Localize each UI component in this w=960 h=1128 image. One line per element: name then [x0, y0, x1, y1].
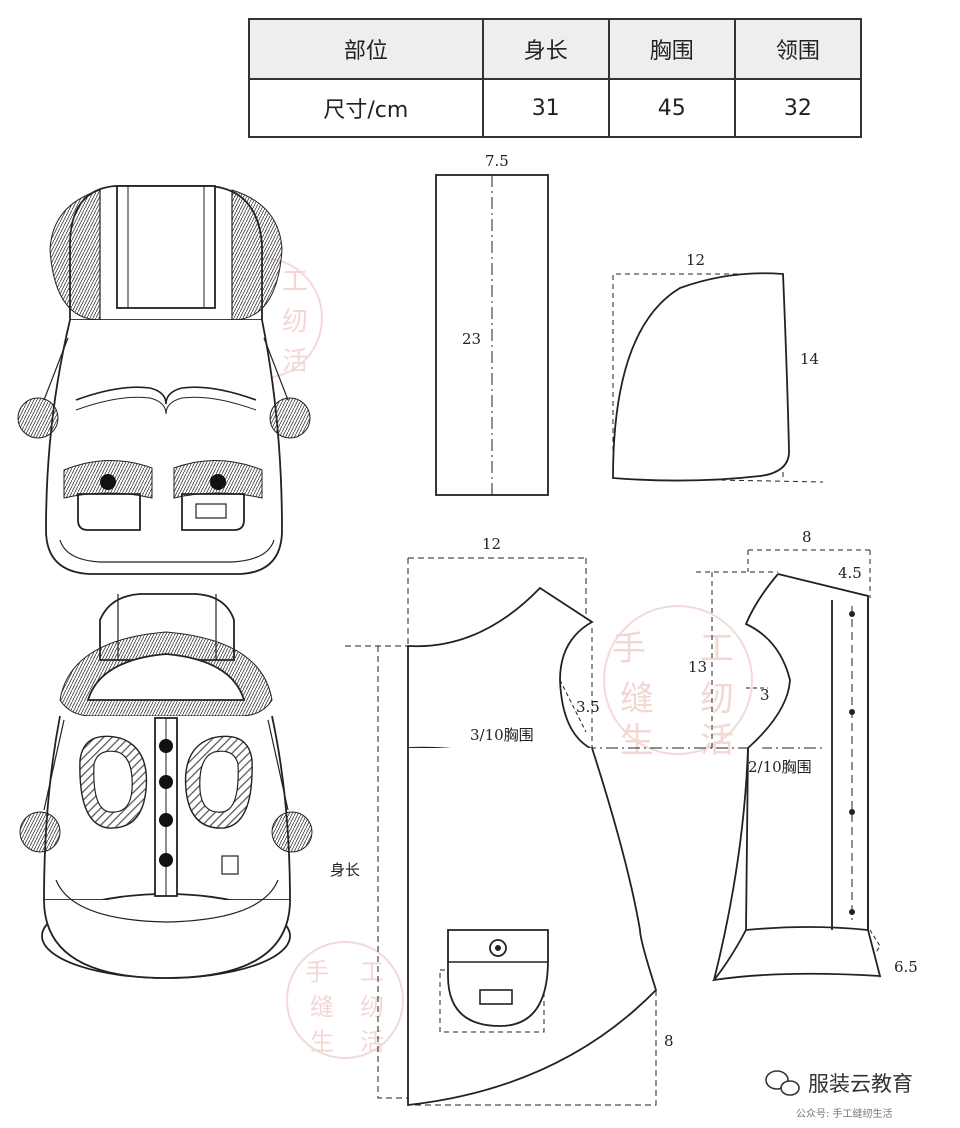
table-row: 尺寸/cm 31 45 32: [248, 78, 863, 138]
table-header-cell: 胸围: [607, 18, 736, 80]
hood-height-label: 14: [800, 350, 819, 368]
watermark-char: 手: [612, 629, 646, 669]
watermark-char: 手: [305, 958, 329, 986]
coat-front-sketch: [19, 593, 313, 979]
watermark-char: 生: [310, 1028, 334, 1056]
brand-name: 服装云教育: [808, 1072, 913, 1096]
hem-drop-label: 8: [664, 1032, 674, 1050]
watermark-char: 纫: [282, 307, 308, 337]
table-header-cell: 身长: [481, 18, 610, 80]
size-table: 部位 身长 胸围 领围 尺寸/cm 31 45 32: [248, 18, 863, 138]
table-row-label: 尺寸/cm: [248, 78, 484, 138]
front-hem-label: 6.5: [894, 958, 918, 976]
watermark-bottom: 手 工 缝 纫 生 活: [286, 941, 404, 1059]
table-cell: 31: [481, 78, 610, 138]
watermark-char: 活: [282, 347, 308, 377]
front-width-label: 8: [802, 528, 812, 546]
watermark-char: 生: [620, 721, 654, 761]
table-header-cell: 部位: [248, 18, 484, 80]
watermark-char: 工: [700, 629, 734, 669]
front-chest-label: 2/10胸围: [748, 758, 812, 776]
table-cell: 32: [733, 78, 863, 138]
hood-width-label: 12: [686, 251, 705, 269]
watermark-char: 工: [282, 267, 308, 297]
watermark-char: 工: [360, 958, 384, 986]
front-bodice-pattern: [696, 549, 882, 982]
table-header-cell: 领围: [733, 18, 863, 80]
brand-subtitle: 公众号: 手工缝纫生活: [796, 1107, 893, 1120]
collar-width-label: 7.5: [485, 152, 509, 170]
watermark-char: 纫: [360, 993, 384, 1021]
watermark-char: 缝: [620, 679, 654, 719]
back-chest-label: 3/10胸围: [470, 726, 534, 744]
collar-length-label: 23: [462, 330, 481, 348]
watermark-char: 活: [360, 1028, 384, 1056]
front-armhole-width-label: 3: [760, 686, 770, 704]
watermark-char: 纫: [700, 679, 734, 719]
collar-pattern: [435, 174, 549, 496]
table-cell: 45: [607, 78, 736, 138]
watermark-char: 缝: [310, 993, 334, 1021]
coat-back-sketch: [17, 185, 311, 575]
back-bodice-pattern: [345, 557, 860, 1107]
watermark-middle: 手 工 缝 纫 生 活: [603, 605, 753, 761]
hood-pattern: [612, 272, 824, 483]
wechat-icon: [765, 1070, 800, 1096]
table-header-row: 部位 身长 胸围 领围: [248, 18, 863, 80]
front-neck-label: 4.5: [838, 564, 862, 582]
back-width-label: 12: [482, 535, 501, 553]
body-length-label: 身长: [330, 861, 360, 879]
back-armhole-label: 3.5: [576, 698, 600, 716]
watermark-char: 活: [700, 721, 734, 761]
front-armhole-depth-label: 13: [688, 658, 707, 676]
